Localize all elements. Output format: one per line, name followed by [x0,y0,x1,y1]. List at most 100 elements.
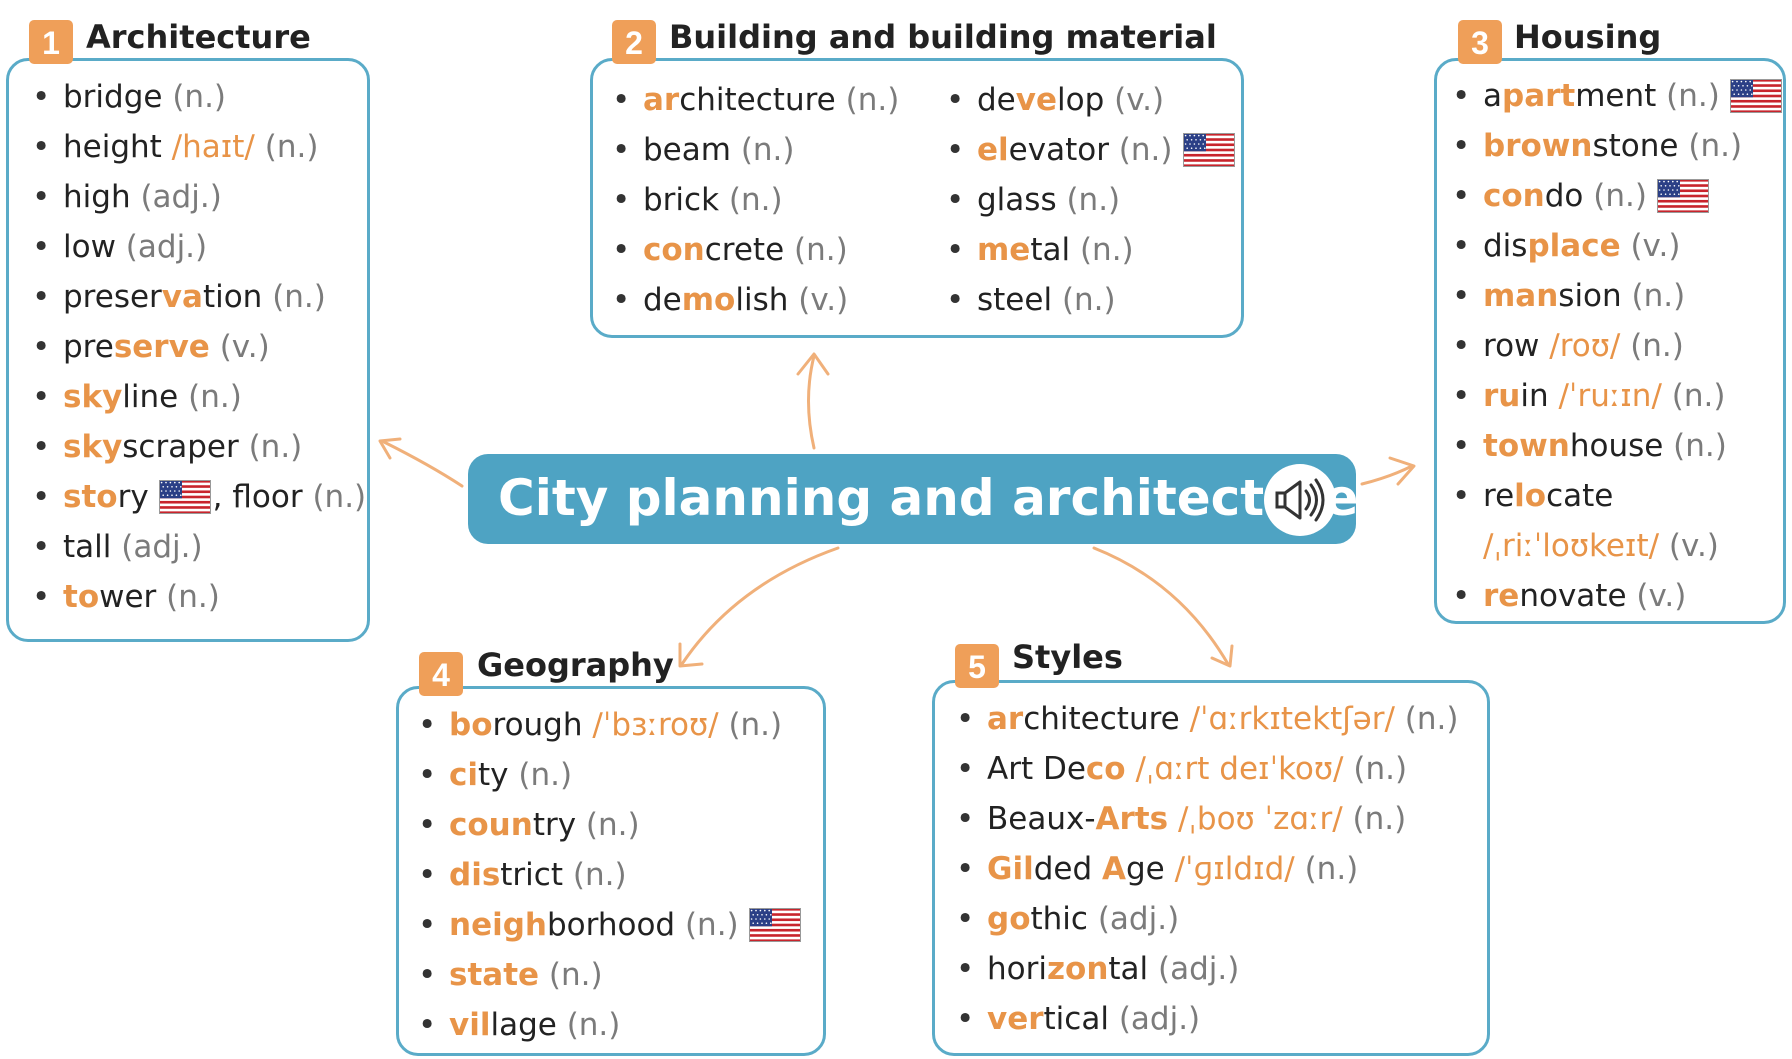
part-of-speech: (n.) [572,857,627,893]
part-of-speech: (n.) [548,957,603,993]
vocab-item: skyscraper (n.) [32,422,366,472]
word-part: glass [977,182,1057,218]
word-part: sion [1558,278,1622,314]
center-title: City planning and architecture [498,469,1359,527]
part-of-speech: (v.) [798,282,849,318]
word-part: tal [1030,232,1071,268]
housing-list: apartment (n.)brownstone (n.)condo (n.)d… [1452,71,1784,621]
us-flag-icon [158,479,211,514]
vocab-item: develop (v.) [946,75,1237,125]
vocab-item: Art Deco /ˌɑːrt deɪˈkoʊ/ (n.) [956,744,1458,794]
section-1-number: 1 [29,20,73,64]
part-of-speech: (v.) [1668,528,1719,564]
part-of-speech: (n.) [1061,282,1116,318]
vocab-item: neighborhood (n.) [418,900,803,950]
vocab-item: tower (n.) [32,572,366,622]
vocab-item: horizontal (adj.) [956,944,1458,994]
word-part: tion [202,279,263,315]
stressed-syllable: Gil [987,851,1034,887]
arrow-to-housing [1360,464,1414,486]
speaker-icon[interactable] [1264,464,1336,536]
part-of-speech: (n.) [1353,751,1408,787]
stressed-syllable: ci [449,757,479,793]
vocab-item: district (n.) [418,850,803,900]
stressed-syllable: sky [63,429,123,465]
vocab-item: Gilded Age /ˈɡɪldɪd/ (n.) [956,844,1458,894]
word-part: beam [643,132,731,168]
vocab-item: preserve (v.) [32,322,366,372]
arrowhead-architecture [378,437,402,460]
arrow-to-styles [1092,546,1230,666]
part-of-speech: (n.) [1118,132,1173,168]
part-of-speech: (n.) [1593,178,1647,214]
word-part: scraper [122,429,239,465]
word-part: borhood [546,907,676,943]
section-4-number: 4 [419,652,463,696]
pronunciation: /ˈɑːrkɪtektʃər/ [1189,701,1395,737]
word-part: in [1520,378,1549,414]
vocab-item: low (adj.) [32,222,366,272]
vocab-item: Beaux-Arts /ˌboʊ ˈzɑːr/ (n.) [956,794,1458,844]
stressed-syllable: sky [63,379,123,415]
part-of-speech: (n.) [566,1007,621,1043]
pronunciation: /ˌɑːrt deɪˈkoʊ/ [1135,751,1344,787]
stressed-syllable: serve [113,329,210,365]
word-part: lish [735,282,789,318]
vocab-item: townhouse (n.) [1452,421,1784,471]
vocab-item: skyline (n.) [32,372,366,422]
section-2-number: 2 [612,20,656,64]
word-part: steel [977,282,1053,318]
vocab-item: gothic (adj.) [956,894,1458,944]
part-of-speech: (n.) [794,232,848,268]
vocab-item: brownstone (n.) [1452,121,1784,171]
part-of-speech: (adj.) [125,229,208,265]
word-alternative: , floor [212,479,303,515]
part-of-speech: (v.) [1114,82,1165,118]
stressed-syllable: place [1527,228,1621,264]
word-part: ded [1033,851,1102,887]
stressed-syllable: me [977,232,1031,268]
vocab-item: condo (n.) [1452,171,1784,221]
word-part: rough [492,707,583,743]
us-flag-icon [748,907,801,942]
building-list-col1: architecture (n.)beam (n.)brick (n.)conc… [612,75,899,325]
part-of-speech: (n.) [1304,851,1359,887]
vocab-item: ruin /ˈruːɪn/ (n.) [1452,371,1784,421]
part-of-speech: (n.) [1666,78,1720,114]
pronunciation: /ˌboʊ ˈzɑːr/ [1177,801,1343,837]
vocab-item: high (adj.) [32,172,366,222]
part-of-speech: (n.) [1631,278,1686,314]
us-flag-icon [1729,78,1782,113]
section-4-title: Geography [477,646,674,684]
vocab-item: village (n.) [418,1000,803,1050]
architecture-list: bridge (n.)height /haɪt/ (n.)high (adj.)… [32,72,366,622]
word-part: chitecture [1023,701,1180,737]
vocab-item: glass (n.) [946,175,1237,225]
stressed-syllable: Arts [1095,801,1169,837]
word-part: cate [1546,478,1614,514]
vocab-item: country (n.) [418,800,803,850]
vocab-item: mansion (n.) [1452,271,1784,321]
part-of-speech: (v.) [219,329,270,365]
word-part: pre [63,329,114,365]
stressed-syllable: lo [1514,478,1547,514]
word-part: re [1483,478,1515,514]
word-part: ment [1575,78,1657,114]
word-part: height [63,129,162,165]
stressed-syllable: bo [449,707,493,743]
us-flag-icon [1182,132,1235,167]
word-part: ge [1126,851,1165,887]
part-of-speech: (n.) [518,757,573,793]
part-of-speech: (n.) [264,129,319,165]
stressed-syllable: dis [449,857,501,893]
stressed-syllable: man [1483,278,1559,314]
vocab-item: elevator (n.) [946,125,1237,175]
stressed-syllable: mo [681,282,736,318]
word-part: Beaux- [987,801,1096,837]
vocab-item: bridge (n.) [32,72,366,122]
part-of-speech: (n.) [1671,378,1726,414]
word-part: evator [1008,132,1109,168]
part-of-speech: (n.) [585,807,640,843]
vocab-item: relocate [1452,471,1784,521]
